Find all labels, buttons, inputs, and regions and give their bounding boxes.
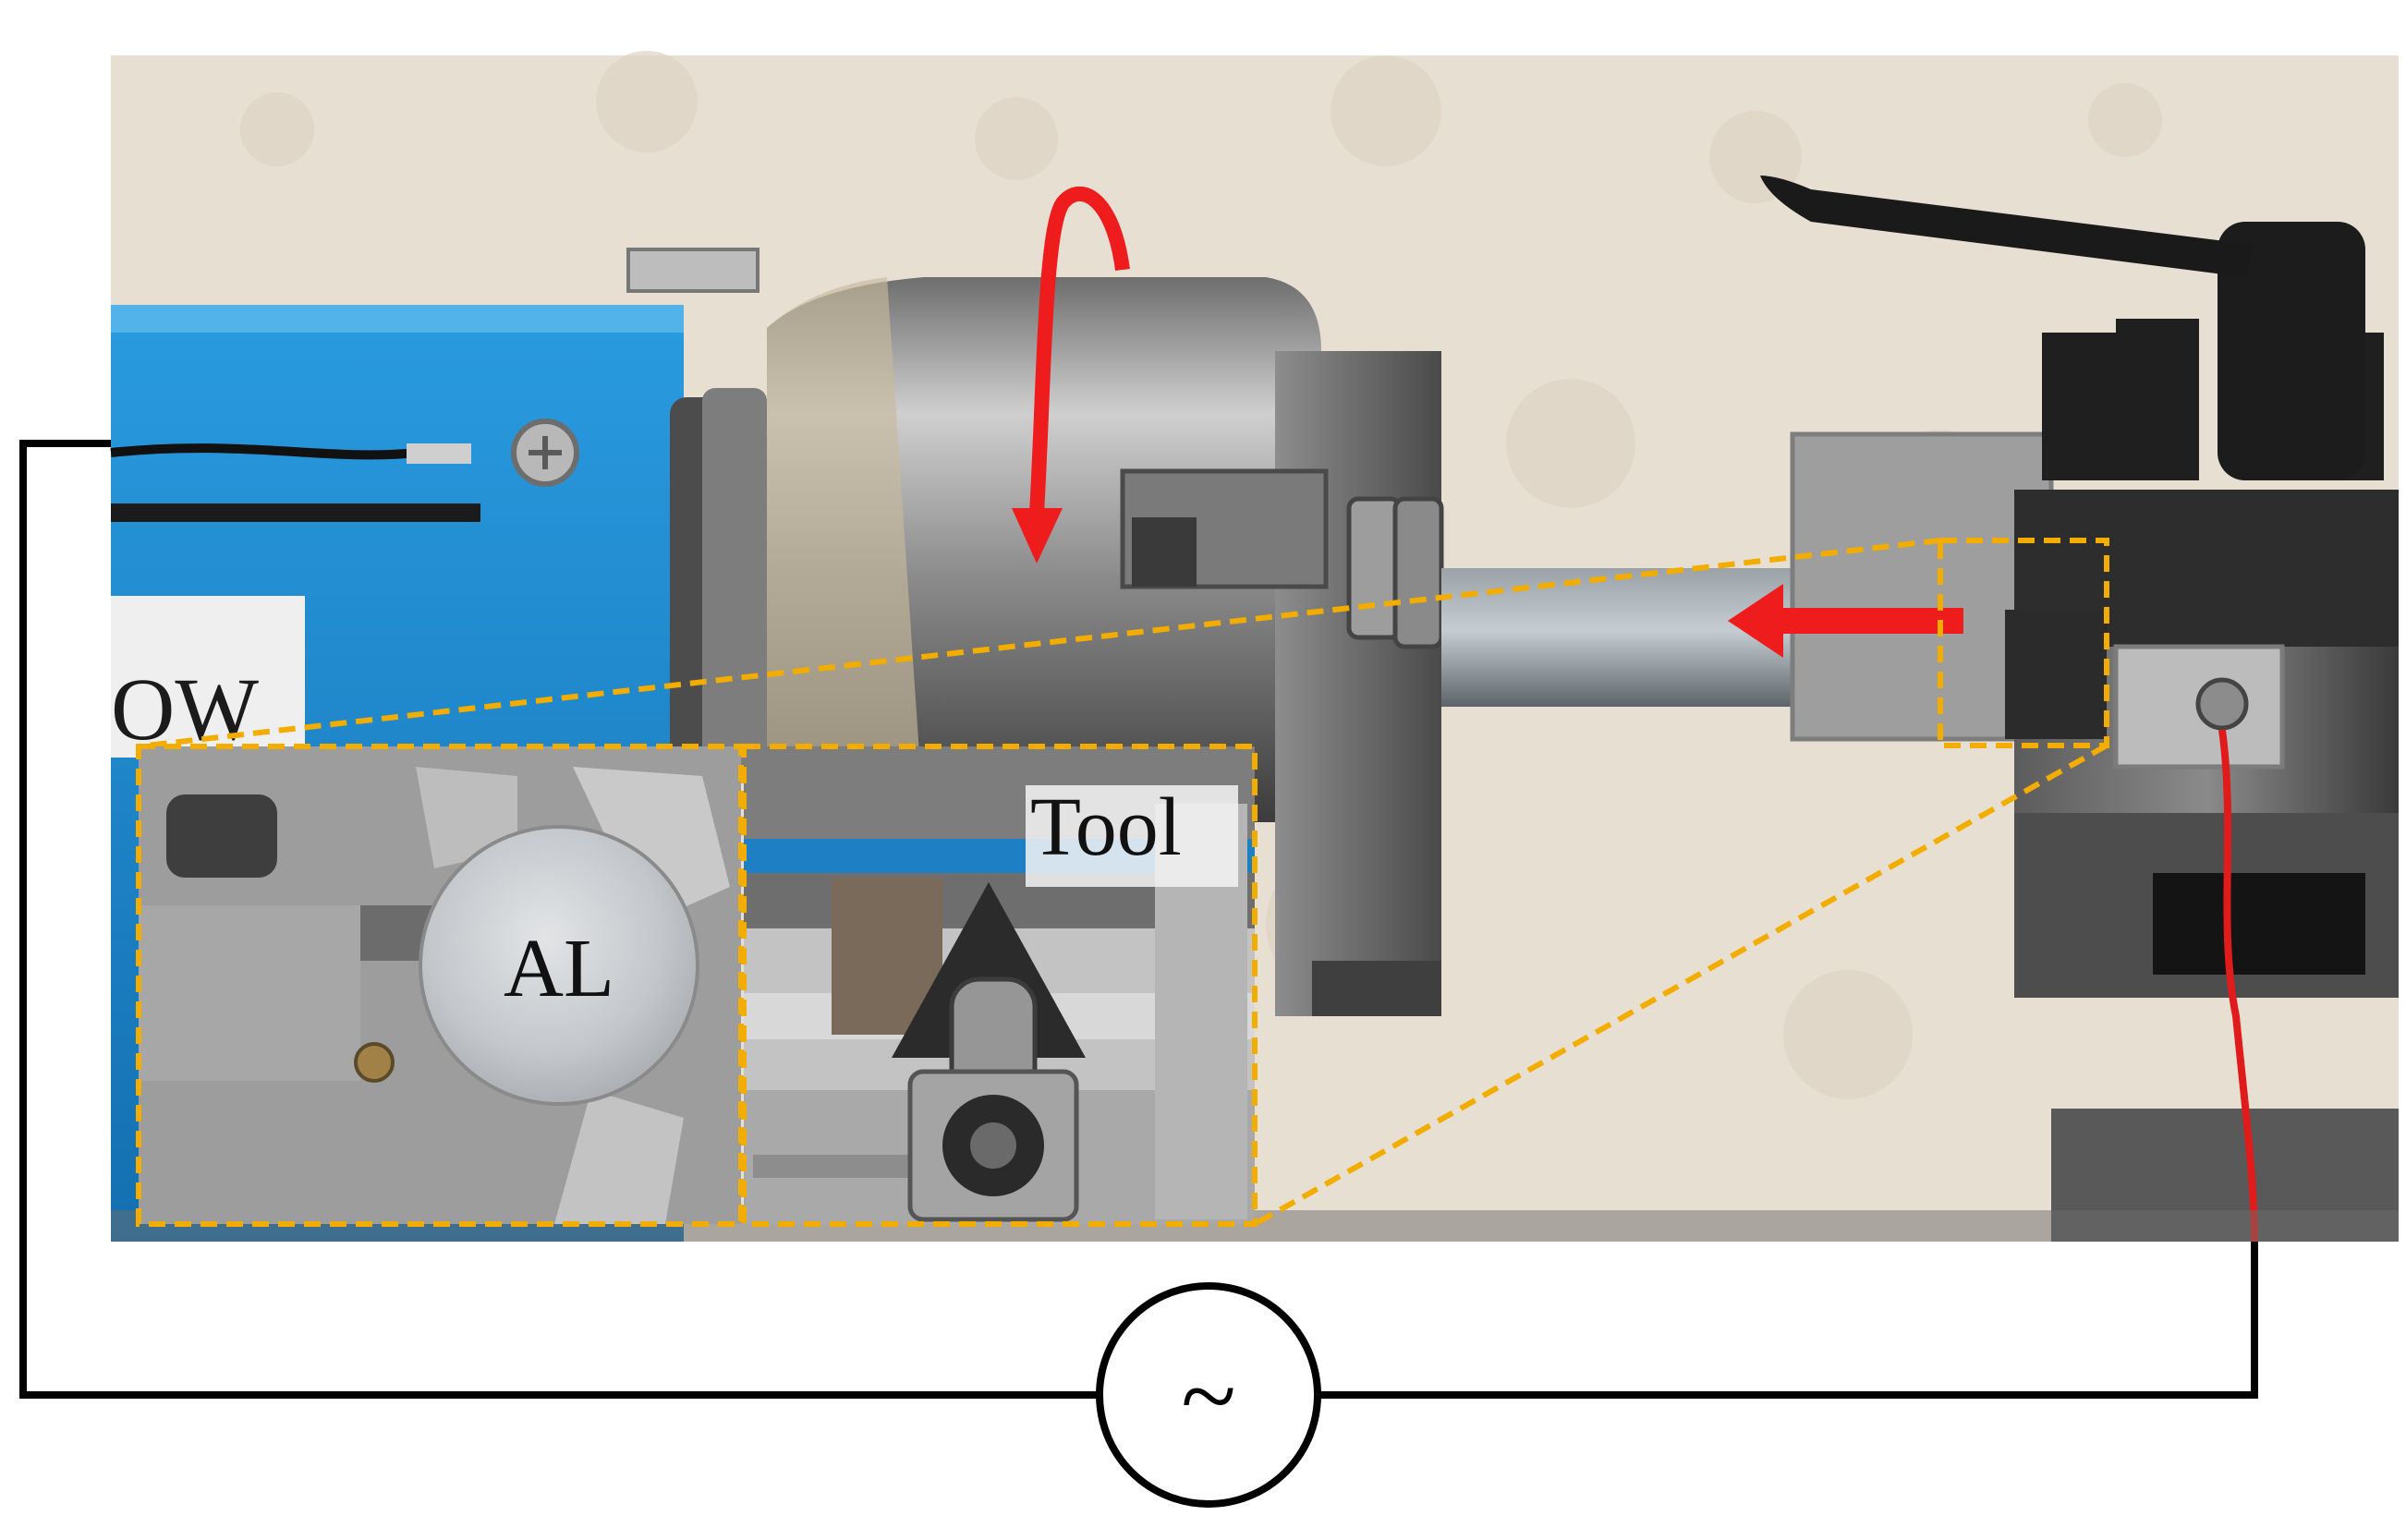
inset-frame-right [741,744,1258,1227]
feed-direction-arrow [1728,584,1963,658]
chuck [767,277,1444,1016]
highlight-box-tooltip [1938,538,2109,748]
wire-left [19,440,1100,1399]
wire-right [1317,1242,2258,1399]
inset-tool-view: Tool [744,746,1255,1224]
inset-workpiece-view: AL [139,746,741,1224]
ac-power-source [1096,1282,1321,1508]
photo: OW [110,51,2399,1243]
aluminum-workpiece [419,825,699,1106]
ac-symbol: ~ [1181,1340,1236,1452]
circuit: ~ [19,440,2258,1508]
workpiece-label: AL [504,923,614,1014]
tool-label: Tool [1030,782,1182,873]
rotation-arrow [1012,187,1130,564]
